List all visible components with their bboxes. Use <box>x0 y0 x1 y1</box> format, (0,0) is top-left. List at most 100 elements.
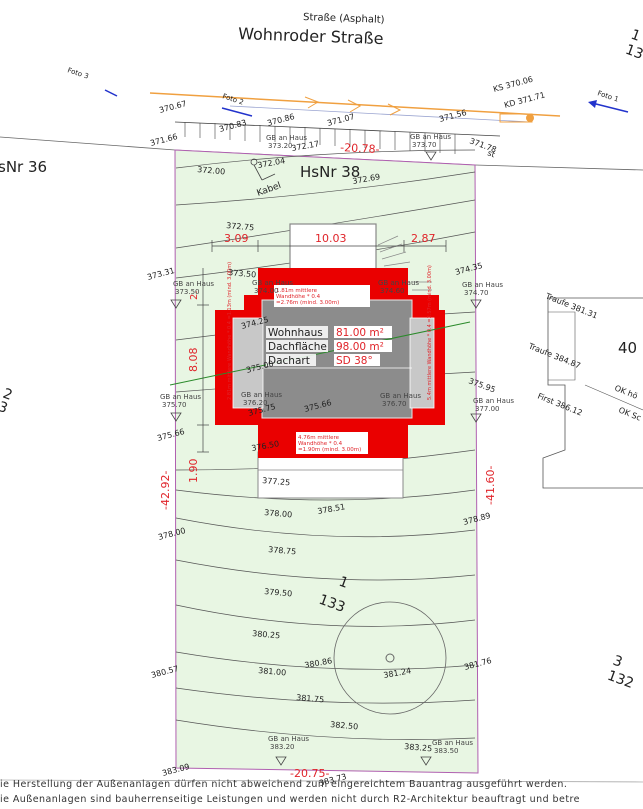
elevation-label: 380.57 <box>150 664 179 680</box>
elevation-label: st <box>486 148 496 159</box>
gb-label: GB an Haus <box>378 279 419 287</box>
dim-plot-left: -42.92- <box>159 471 172 510</box>
road-edge-line <box>149 92 561 117</box>
gb-label: GB an Haus <box>252 279 293 287</box>
elevation-label: 383.25 <box>404 742 433 753</box>
elevation-label: 381.75 <box>296 693 325 704</box>
gb-label: GB an Haus <box>432 739 473 747</box>
elevation-label: 380.25 <box>252 629 281 640</box>
footnote-1: ie Herstellung der Außenanlagen dürfen n… <box>0 779 568 790</box>
elevation-label: 371.56 <box>438 108 467 124</box>
svg-text:=1.90m (mind. 3.00m): =1.90m (mind. 3.00m) <box>298 447 361 453</box>
gb-label: GB an Haus <box>410 133 451 141</box>
street-surface-label: Straße (Asphalt) <box>303 12 385 26</box>
gb-label: GB an Haus <box>462 281 503 289</box>
gb-value: 376.70 <box>382 400 407 408</box>
gb-value: 376.20 <box>243 399 268 407</box>
building-info: Wohnhaus 81.00 m² Dachfläche 98.00 m² Da… <box>266 326 392 367</box>
photo-label-1: Foto 1 <box>596 89 619 103</box>
dim-left-offset: 3.09 <box>224 232 249 245</box>
photo-arrow-1-icon <box>591 102 629 113</box>
elevation-label: 370.67 <box>158 99 187 115</box>
neighbor-parcel-top-right: 1130 <box>623 27 643 66</box>
dim-house-depth: 8.08 <box>187 348 200 373</box>
gb-value: 374.00 <box>254 287 279 295</box>
tree-icon <box>333 601 447 715</box>
elevation-label: 370.86 <box>266 112 295 128</box>
roof-type-value: SD 38° <box>336 355 373 367</box>
neighbor-parcel-bottom-right: 3132 <box>605 653 641 692</box>
gb-value: 383.50 <box>434 747 459 755</box>
svg-text:Wandhöhe * 0.4: Wandhöhe * 0.4 <box>276 294 321 300</box>
dimension-lines <box>197 240 447 453</box>
road-edge-line-blue <box>229 105 531 123</box>
path-arrows <box>304 96 402 116</box>
neighbor-house-left: sNr 36 <box>0 158 47 176</box>
elevation-label: 378.75 <box>268 545 297 556</box>
footnote-2: ie Außenanlagen sind bauherrenseitige Le… <box>0 794 580 805</box>
gb-value: 375.70 <box>162 401 187 409</box>
elevation-label: 382.50 <box>330 720 359 731</box>
dim-street: -20.78- <box>340 141 380 156</box>
dim-plot-right: -41.60- <box>484 466 497 505</box>
bottom-boundary-line <box>0 779 643 783</box>
terrace-outline <box>257 451 404 499</box>
photo-label-2: Foto 2 <box>221 92 244 106</box>
neighbor-traufe-1: Traufe 381.31 <box>543 291 599 320</box>
gb-value: 373.70 <box>412 141 437 149</box>
distance-note-left: 2.81m mittlere Wandhöhe * 0.4 =1.13m (mi… <box>227 262 233 400</box>
svg-text:=2.76m (mind. 3.00m): =2.76m (mind. 3.00m) <box>276 300 339 306</box>
neighbor-parcel-left: 23 <box>0 386 14 417</box>
house-number: HsNr 38 <box>300 163 360 181</box>
cable-marker <box>250 158 276 181</box>
kd-label: KD 371.71 <box>503 90 546 110</box>
photo-arrow-3-icon <box>104 89 118 97</box>
svg-text:Wandhöhe * 0.4: Wandhöhe * 0.4 <box>298 441 343 447</box>
gb-value: 373.50 <box>175 288 200 296</box>
gb-label: GB an Haus <box>160 393 201 401</box>
gb-value: 374.60 <box>380 287 405 295</box>
dim-plot-bottom: -20.75- <box>290 767 329 780</box>
elevation-label: 371.66 <box>149 132 178 148</box>
neighbor-traufe-2: Traufe 384.87 <box>526 341 582 370</box>
neighbor-ok-1: OK hö <box>613 384 639 401</box>
fence-line <box>174 121 501 137</box>
gb-label: GB an Haus <box>268 735 309 743</box>
distance-note-right: 5.4m mittlere Wandhöhe * 0.4 =2.57m (min… <box>427 265 433 400</box>
gb-label: GB an Haus <box>380 392 421 400</box>
svg-text:1.81m mittlere: 1.81m mittlere <box>276 288 318 294</box>
svg-text:4.76m mittlere: 4.76m mittlere <box>298 435 340 441</box>
building-type-label: Wohnhaus <box>268 327 323 339</box>
ks-label: KS 370.06 <box>492 75 534 94</box>
elevation-label: 372.75 <box>226 221 255 232</box>
elevation-label: 377.25 <box>262 476 291 487</box>
neighbor-house-number: 40 <box>618 339 637 357</box>
elevation-label: 381.00 <box>258 666 287 677</box>
elevation-label: 383.09 <box>161 762 190 778</box>
roof-area-label: Dachfläche <box>268 341 327 353</box>
gb-label: GB an Haus <box>266 134 307 142</box>
roof-type-label: Dachart <box>268 355 310 367</box>
elevation-label: 373.50 <box>228 268 257 279</box>
ks-kd-marker <box>499 113 534 123</box>
elevation-label: 373.31 <box>146 266 175 282</box>
street-name: Wohnroder Straße <box>238 24 384 48</box>
photo-label-3: Foto 3 <box>66 66 89 80</box>
elevation-label: 372.00 <box>197 165 226 176</box>
right-building-edge <box>409 317 435 409</box>
elevation-label: 371.07 <box>326 112 355 128</box>
distance-notes-bottom: 4.76m mittlere Wandhöhe * 0.4 =1.90m (mi… <box>296 432 368 454</box>
gb-label: GB an Haus <box>241 391 282 399</box>
building-area-value: 81.00 m² <box>336 327 384 339</box>
dim-left-small: 2. <box>189 290 200 300</box>
dim-house-width: 10.03 <box>315 232 347 245</box>
photo-arrow-2-icon <box>221 107 253 117</box>
gb-value: 373.20 <box>268 142 293 150</box>
elevation-label: 370.83 <box>218 118 247 134</box>
gb-value: 374.70 <box>464 289 489 297</box>
gb-value: 383.20 <box>270 743 295 751</box>
gb-value: 377.00 <box>475 405 500 413</box>
left-building-edge <box>232 317 264 409</box>
